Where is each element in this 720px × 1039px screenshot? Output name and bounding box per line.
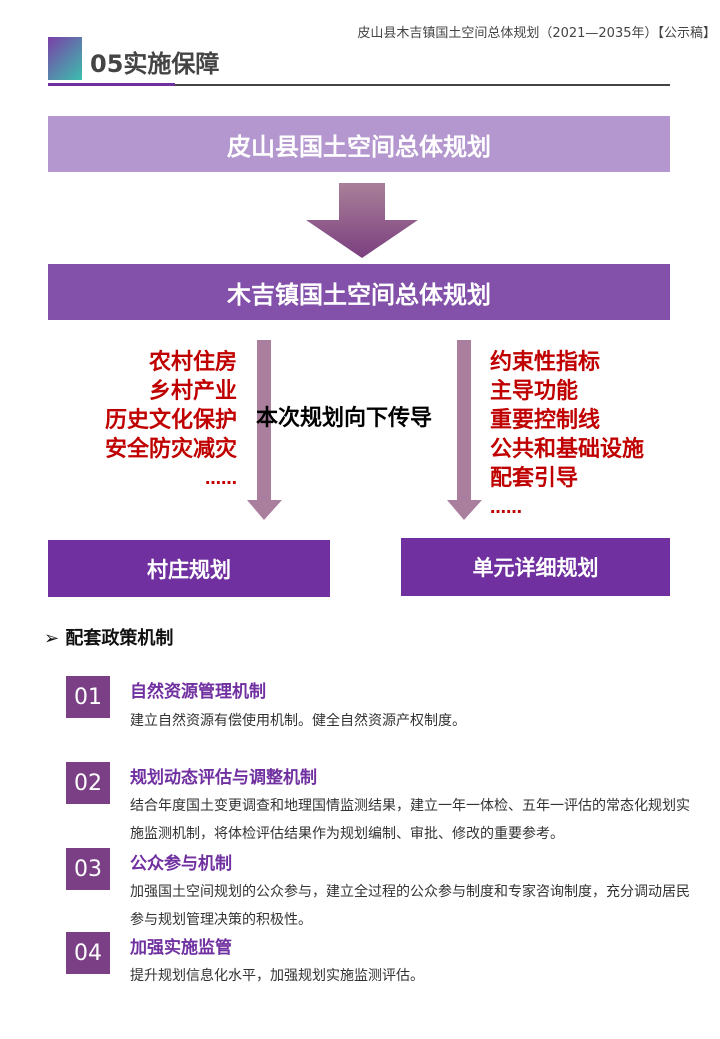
policy-heading-text: 配套政策机制: [65, 628, 174, 649]
right-item: 配套引导: [490, 466, 579, 491]
section-title: 05实施保障: [90, 50, 220, 78]
document-title: 皮山县木吉镇国土空间总体规划（2021—2035年）【公示稿】: [357, 26, 716, 41]
item-desc: 加强国土空间规划的公众参与，建立全过程的公众参与制度和专家咨询制度，充分调动居民…: [130, 884, 690, 928]
item-title: 规划动态评估与调整机制: [130, 768, 317, 788]
right-item: 主导功能: [490, 379, 579, 404]
item-title: 公众参与机制: [130, 854, 232, 874]
left-item-list: 农村住房 乡村产业 历史文化保护 安全防灾减灾 ……: [105, 348, 237, 493]
item-desc: 提升规划信息化水平，加强规划实施监测评估。: [130, 968, 424, 984]
village-plan-box: 村庄规划: [48, 540, 330, 597]
left-item: 乡村产业: [148, 379, 237, 404]
right-item: 公共和基础设施: [490, 437, 645, 462]
left-item: 历史文化保护: [104, 408, 237, 433]
county-plan-box: 皮山县国土空间总体规划: [48, 116, 670, 172]
right-down-arrow-icon: [447, 340, 482, 520]
title-underline: [175, 84, 670, 86]
item-title: 加强实施监管: [130, 938, 232, 958]
right-item: ……: [490, 498, 522, 517]
item-number: 01: [66, 676, 110, 718]
down-arrow-icon: [306, 183, 418, 258]
right-item-list: 约束性指标 主导功能 重要控制线 公共和基础设施 配套引导 ……: [490, 348, 644, 522]
policy-heading: ➢ 配套政策机制: [44, 624, 173, 650]
item-desc: 结合年度国土变更调查和地理国情监测结果，建立一年一体检、五年一评估的常态化规划实…: [130, 798, 690, 842]
item-number: 02: [66, 762, 110, 804]
item-number: 03: [66, 848, 110, 890]
item-title: 自然资源管理机制: [130, 682, 266, 702]
section-icon: [48, 37, 82, 80]
arrow-bullet-icon: ➢: [44, 628, 66, 649]
unit-detail-plan-box: 单元详细规划: [401, 538, 670, 596]
left-item: 农村住房: [148, 350, 237, 375]
left-item: ……: [205, 469, 237, 488]
title-underline-accent: [48, 83, 175, 86]
right-item: 约束性指标: [490, 350, 601, 375]
item-desc: 建立自然资源有偿使用机制。健全自然资源产权制度。: [130, 713, 466, 729]
left-item: 安全防灾减灾: [104, 437, 237, 462]
town-plan-box: 木吉镇国土空间总体规划: [48, 264, 670, 320]
left-down-arrow-icon: [247, 340, 282, 520]
item-number: 04: [66, 932, 110, 974]
right-item: 重要控制线: [490, 408, 601, 433]
center-label: 本次规划向下传导: [256, 406, 433, 431]
